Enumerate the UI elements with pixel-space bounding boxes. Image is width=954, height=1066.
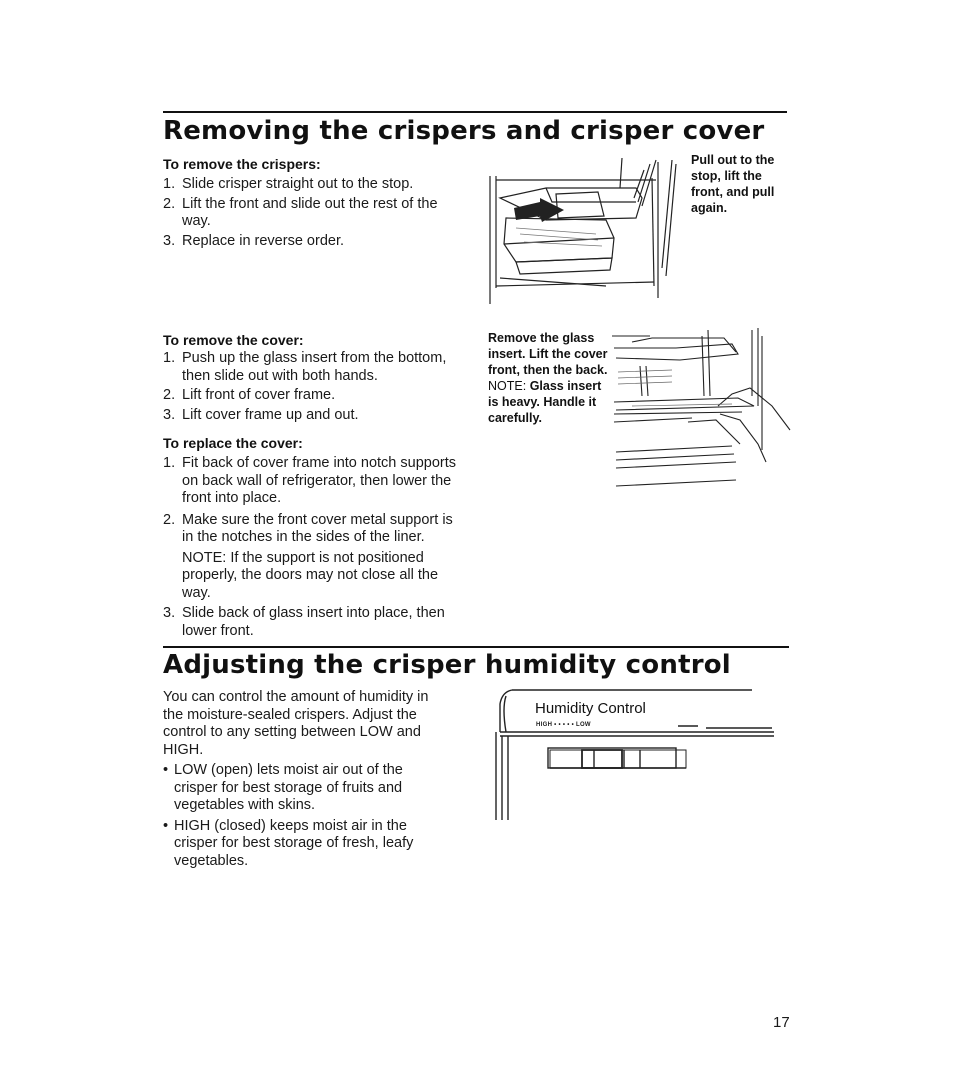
list-item: 1.Fit back of cover frame into notch sup… — [163, 455, 457, 506]
heading-remove-crispers: To remove the crispers: — [163, 156, 321, 172]
steps-replace-cover: 1.Fit back of cover frame into notch sup… — [163, 455, 463, 642]
page-number: 17 — [773, 1014, 790, 1031]
top-rule — [163, 111, 787, 113]
list-item: •HIGH (closed) keeps moist air in the cr… — [163, 817, 414, 869]
humidity-bullets: •LOW (open) lets moist air out of the cr… — [163, 762, 445, 873]
humidity-intro: You can control the amount of humidity i… — [163, 689, 429, 758]
list-item: 2.Lift front of cover frame. — [163, 387, 336, 403]
list-item: 2.Lift the front and slide out the rest … — [163, 195, 438, 230]
list-item: 3.Slide back of glass insert into place,… — [163, 605, 445, 639]
list-item: •LOW (open) lets moist air out of the cr… — [163, 762, 403, 813]
heading-remove-cover: To remove the cover: — [163, 332, 304, 348]
humidity-control-label: Humidity Control — [535, 700, 646, 717]
crisper-drawer-illustration — [489, 158, 677, 304]
caption-pull-out: Pull out to the stop, lift the front, an… — [691, 153, 775, 215]
heading-replace-cover: To replace the cover: — [163, 435, 303, 451]
humidity-control-scale: HIGH • • • • • LOW — [536, 722, 591, 728]
list-item: 2.Make sure the front cover metal suppor… — [163, 511, 453, 601]
section-title-humidity-control: Adjusting the crisper humidity control — [163, 650, 731, 680]
list-item: 1.Slide crisper straight out to the stop… — [163, 176, 414, 192]
list-item: 1.Push up the glass insert from the bott… — [163, 350, 447, 384]
middle-rule — [163, 646, 789, 648]
glass-insert-illustration — [612, 328, 791, 487]
steps-remove-crispers: 1.Slide crisper straight out to the stop… — [163, 176, 463, 252]
section-title-removing-crispers: Removing the crispers and crisper cover — [163, 116, 765, 146]
humidity-control-illustration — [495, 689, 774, 820]
steps-remove-cover: 1.Push up the glass insert from the bott… — [163, 350, 463, 426]
list-item: 3.Lift cover frame up and out. — [163, 406, 359, 423]
list-item: 3.Replace in reverse order. — [163, 232, 344, 249]
caption-remove-glass: Remove the glass insert. Lift the cover … — [488, 331, 608, 425]
